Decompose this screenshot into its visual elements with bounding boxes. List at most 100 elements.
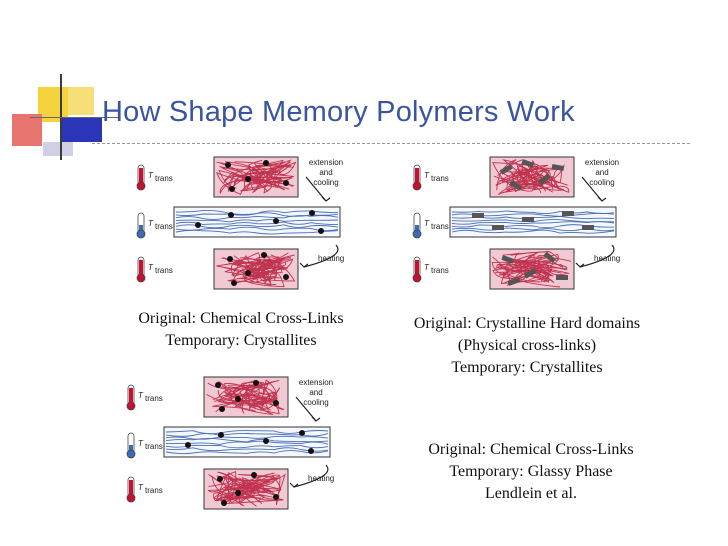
deco-gray-square — [43, 142, 73, 156]
thermometer-level — [129, 480, 133, 495]
polymer-chain — [224, 161, 293, 188]
thermometer-bulb — [412, 229, 422, 239]
crosslink-point — [221, 500, 227, 506]
polymer-chain — [165, 435, 329, 440]
temp-label: T — [138, 391, 144, 400]
polymer-chain — [165, 438, 329, 443]
thermometer-level — [415, 225, 419, 231]
extension-label: extension — [299, 378, 333, 387]
crosslink-point — [235, 490, 241, 496]
polymer-chain — [214, 472, 281, 506]
caption-line: Temporary: Glassy Phase — [449, 463, 613, 480]
hard-domain — [582, 225, 594, 230]
and-label: and — [595, 168, 608, 177]
heating-arrow — [303, 244, 339, 268]
temp-subscript: trans — [431, 174, 449, 183]
crosslink-point — [318, 228, 324, 234]
polymer-chain — [175, 221, 339, 226]
caption-line: Original: Crystalline Hard domains — [413, 315, 641, 332]
page-title: How Shape Memory Polymers Work — [102, 96, 575, 128]
crosslink-point — [245, 270, 251, 276]
hard-domain — [499, 164, 513, 175]
cooling-label: cooling — [589, 178, 614, 187]
crosslink-point — [195, 222, 201, 228]
polymer-chain — [212, 380, 280, 409]
polymer-chain — [506, 167, 562, 188]
temp-subscript: trans — [145, 486, 163, 495]
polymer-chain — [451, 221, 615, 225]
crosslink-point — [299, 430, 305, 436]
heating-arrow-head — [575, 262, 585, 268]
deco-yellow-square-small — [68, 87, 94, 115]
hard-domain — [501, 255, 515, 264]
crosslink-point — [309, 210, 315, 216]
hard-domain — [521, 159, 535, 168]
caption-top-right: Original: Crystalline Hard domains (Phys… — [384, 313, 670, 379]
crosslink-point — [225, 162, 231, 168]
crosslink-point — [217, 476, 223, 482]
hard-domain — [538, 173, 551, 186]
heating-label: heating — [594, 254, 620, 263]
heating-arrow — [579, 244, 615, 268]
temp-label: T — [148, 219, 154, 228]
thermometer-bulb — [126, 449, 136, 459]
crosslink-point — [308, 448, 314, 454]
crosslink-point — [263, 438, 269, 444]
polymer-chain — [495, 161, 547, 192]
caption-line: Lendlein et al. — [485, 485, 577, 502]
and-label: and — [319, 168, 332, 177]
polymer-chain — [175, 215, 339, 220]
extension-label: extension — [585, 158, 619, 167]
crosslink-point — [263, 160, 269, 166]
crosslink-point — [245, 176, 251, 182]
temp-subscript: trans — [431, 222, 449, 231]
polymer-chain — [165, 450, 329, 455]
thermometer-level — [415, 168, 419, 183]
crosslink-point — [185, 442, 191, 448]
crosslink-point — [273, 494, 279, 500]
polymer-chain — [175, 229, 339, 235]
crosslink-point — [253, 380, 259, 386]
temp-subscript: trans — [155, 174, 173, 183]
crosslink-point — [251, 472, 257, 478]
temp-subscript: trans — [431, 266, 449, 275]
polymer-chain — [165, 447, 329, 452]
hard-domain — [543, 251, 556, 264]
polymer-chain — [175, 219, 339, 223]
polymer-chain — [510, 251, 550, 283]
crosslink-point — [219, 406, 225, 412]
temp-label: T — [138, 439, 144, 448]
polymer-chain — [175, 226, 339, 232]
deco-blue-square — [62, 118, 102, 142]
crosslink-point — [215, 382, 221, 388]
polymer-chain — [221, 257, 284, 275]
caption-bottom-right: Original: Chemical Cross-Links Temporary… — [396, 439, 666, 505]
and-label: and — [309, 388, 322, 397]
extension-arrow-head — [597, 196, 607, 202]
deco-horizontal-line — [30, 117, 120, 118]
thermometer-bulb — [136, 273, 146, 283]
temp-subscript: trans — [155, 266, 173, 275]
hard-domain — [551, 163, 565, 171]
temp-subscript: trans — [145, 442, 163, 451]
polymer-chain — [216, 161, 283, 193]
extension-label: extension — [309, 158, 343, 167]
heating-arrow — [293, 464, 329, 488]
polymer-chain — [219, 166, 293, 194]
polymer-chain — [227, 272, 277, 287]
temp-label: T — [148, 171, 154, 180]
heating-arrow-head — [289, 482, 299, 488]
polymer-chain — [165, 444, 329, 449]
crosslink-point — [283, 180, 289, 186]
caption-top-left: Original: Chemical Cross-Links Temporary… — [112, 308, 370, 352]
cooling-label: cooling — [303, 398, 328, 407]
temp-label: T — [148, 263, 154, 272]
crosslink-point — [218, 432, 224, 438]
thermometer-level — [129, 445, 133, 451]
hard-domain — [562, 211, 574, 216]
cooling-label: cooling — [313, 178, 338, 187]
hard-domain — [509, 180, 523, 191]
